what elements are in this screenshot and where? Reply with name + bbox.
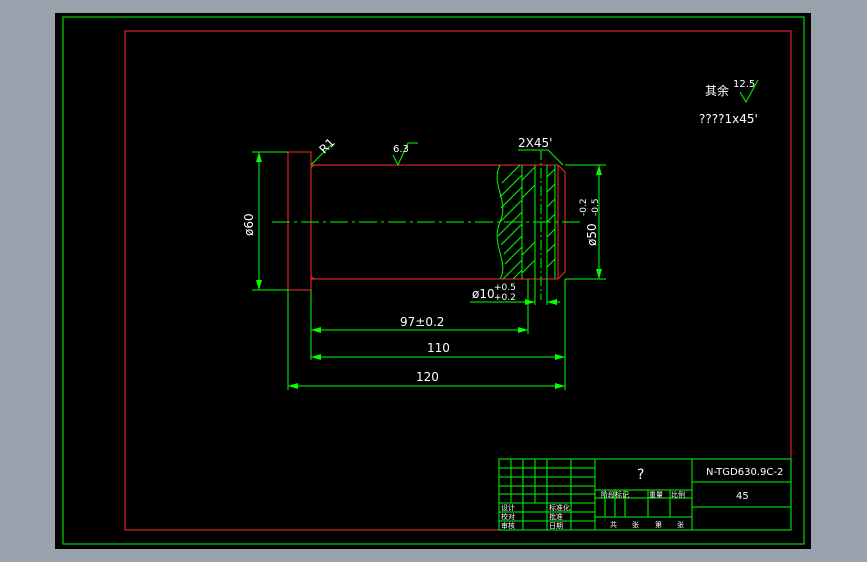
inner-border: [124, 30, 792, 531]
label-review: 审核: [501, 521, 515, 530]
dia10-label: ø10: [472, 287, 495, 301]
label-sheets-2: 张: [677, 520, 684, 529]
outer-frame: [62, 16, 805, 545]
label-approve: 批准: [549, 512, 563, 521]
dimension-lines: [252, 79, 759, 390]
roughness-note-value: 12.5: [733, 79, 755, 90]
len97-label: 97±0.2: [400, 315, 444, 329]
dia10-tol-lower: +0.2: [494, 293, 516, 303]
material: 45: [736, 491, 749, 502]
label-scale: 比例: [671, 490, 685, 499]
dia50-tol-upper: -0.2: [579, 198, 589, 216]
label-stage: 阶段标记: [601, 490, 629, 499]
title-block: [498, 458, 792, 531]
drawing-number: N-TGD630.9C-2: [706, 467, 783, 478]
label-design: 设计: [501, 503, 515, 512]
paper-area: [55, 13, 811, 549]
dimension-arrows: [256, 152, 602, 389]
dia50-tol-lower: -0.5: [591, 198, 601, 216]
label-weight: 重量: [649, 491, 663, 499]
chamfer-label: 2X45': [518, 136, 552, 150]
chamfer-note: ????1x45': [699, 112, 758, 126]
roughness-note-prefix: 其余: [705, 83, 729, 98]
label-check: 校对: [501, 512, 515, 521]
len110-label: 110: [427, 341, 450, 355]
label-date: 日期: [549, 522, 563, 530]
label-sheet-no: 第: [655, 520, 662, 529]
part-name: ?: [637, 467, 644, 483]
dia60-label: ø60: [242, 213, 256, 236]
len120-label: 120: [416, 370, 439, 384]
shaft-head: [287, 151, 312, 291]
dia50-label: ø50: [585, 223, 599, 246]
label-sheets-1: 张: [632, 520, 639, 529]
label-standard: 标准化: [549, 503, 570, 512]
surface-roughness-label: 6.3: [393, 144, 409, 155]
dia10-tol-upper: +0.5: [494, 283, 516, 293]
label-total: 共: [610, 520, 617, 529]
